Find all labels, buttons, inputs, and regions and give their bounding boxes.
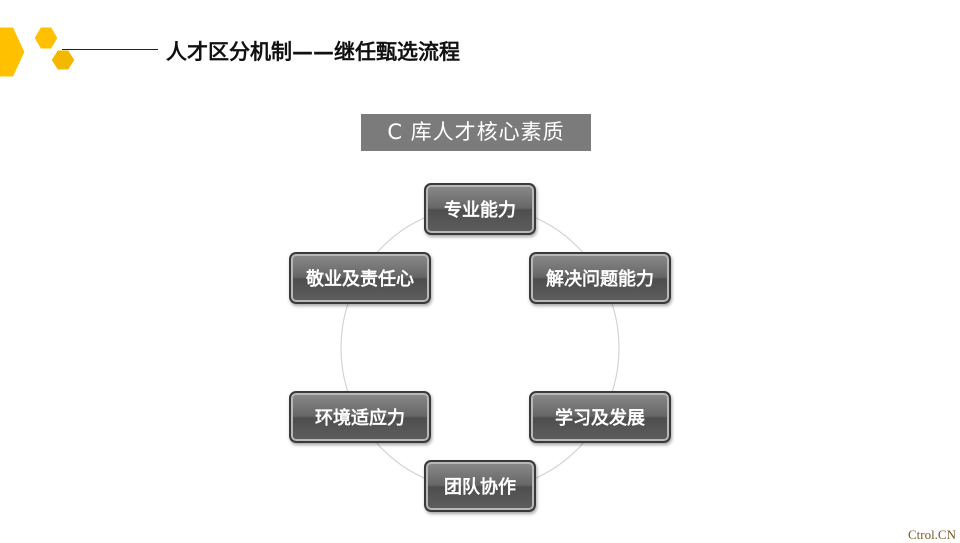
cycle-node-dedication-responsibility: 敬业及责任心 [289, 252, 431, 304]
watermark-text: Ctrol.CN [908, 527, 956, 543]
cycle-node-learning-development: 学习及发展 [529, 391, 671, 443]
cycle-circle [341, 206, 619, 490]
cycle-node-adaptability: 环境适应力 [289, 391, 431, 443]
cycle-node-professional-ability: 专业能力 [424, 183, 536, 235]
cycle-node-problem-solving: 解决问题能力 [529, 252, 671, 304]
cycle-node-teamwork: 团队协作 [424, 460, 536, 512]
